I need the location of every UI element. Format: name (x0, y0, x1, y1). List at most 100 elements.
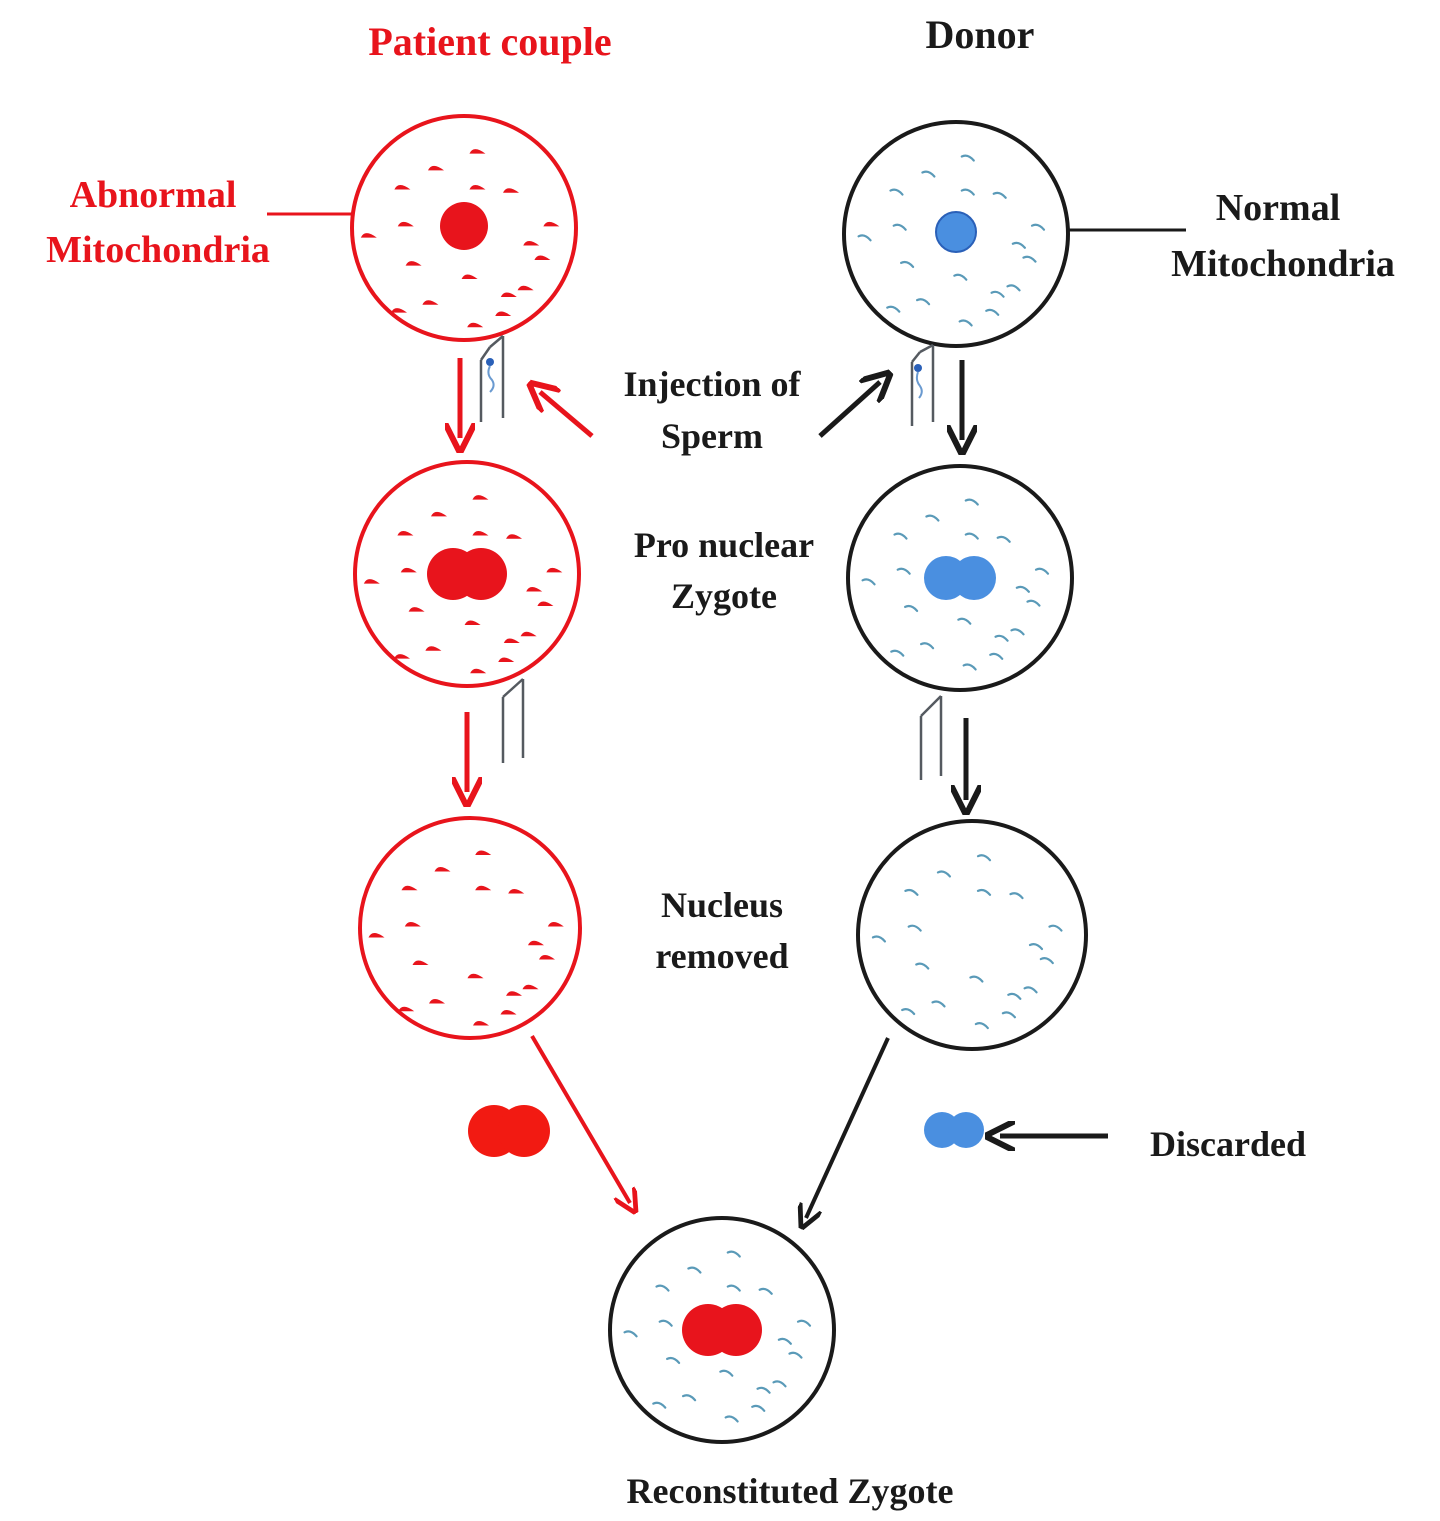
abnormal-mitochondrion (398, 1006, 415, 1012)
normal-mitochondrion (919, 642, 935, 650)
abnormal-mitochondrion (506, 534, 523, 539)
abnormal-mitochondrion (391, 308, 408, 313)
abnormal-mitochondrion (422, 300, 439, 305)
normal-mitochondrion (1022, 255, 1037, 263)
patient-oocyte (350, 114, 578, 342)
normal-mitochondrion (936, 870, 952, 878)
normal-label-line2: Mitochondria (1171, 243, 1395, 285)
normal-mitochondrion (719, 1369, 734, 1377)
abnormal-mitochondrion (500, 292, 517, 297)
patient-sperm-injection-pipette (479, 335, 505, 422)
abnormal-mitochondrion (475, 885, 492, 891)
discarded-label: Discarded (1150, 1124, 1306, 1164)
abnormal-mitochondrion (429, 999, 445, 1004)
sperm-tail-icon (487, 365, 495, 393)
normal-mitochondrion (976, 888, 992, 896)
normal-mitochondrion (904, 888, 919, 896)
nucleus-removed-label-line2: removed (655, 936, 788, 976)
donor-heading: Donor (926, 12, 1035, 57)
abnormal-mitochondrion (547, 922, 564, 927)
normal-label-line1: Normal (1216, 187, 1341, 229)
normal-mitochondrion (969, 975, 984, 983)
pronucleus (710, 1304, 762, 1356)
abnormal-mitochondrion (503, 188, 520, 193)
normal-mitochondrion (1010, 628, 1025, 636)
normal-mitochondrion (756, 1386, 771, 1394)
normal-mitochondrion (892, 223, 907, 231)
normal-mitochondrion (1006, 284, 1021, 292)
reconstituted-zygote-label: Reconstituted Zygote (627, 1471, 954, 1511)
normal-mitochondrion (861, 578, 876, 586)
abnormal-mitochondrion (523, 240, 540, 246)
normal-mitochondrion (1001, 1011, 1017, 1019)
normal-mitochondrion (681, 1394, 697, 1402)
normal-mitochondrion (964, 498, 979, 506)
abnormal-mitochondrion (431, 511, 447, 517)
patient-pronuclear-zygote (353, 460, 581, 688)
abnormal-mitochondrion (537, 601, 554, 606)
abnormal-mitochondrion (528, 940, 544, 946)
normal-mitochondrion (889, 188, 904, 196)
normal-mitochondrion (957, 617, 972, 625)
normal-mitochondrion (896, 567, 911, 575)
normal-mitochondrion (777, 1337, 792, 1345)
normal-mitochondrion (958, 319, 973, 327)
abnormal-mitochondrion (469, 149, 486, 154)
abnormal-mitochondrion (472, 495, 489, 500)
normal-mitochondrion (652, 1401, 667, 1409)
normal-mitochondrion (893, 532, 908, 540)
abnormal-mitochondrion (404, 922, 421, 927)
abnormal-mitochondrion (500, 1010, 517, 1015)
normal-mitochondrion (666, 1356, 681, 1365)
abnormal-mitochondrion (400, 567, 417, 573)
abnormal-mitochondrion (522, 984, 539, 990)
injection-label-line1: Injection of (624, 364, 802, 404)
cell-membrane (856, 819, 1088, 1051)
donor-enucleation-pipette (919, 695, 943, 780)
normal-mitochondrion (1034, 567, 1050, 575)
normal-mitochondrion (931, 1000, 946, 1008)
normal-mitochondrion (857, 234, 872, 242)
patient-enucleated-zygote (358, 816, 582, 1040)
normal-mitochondrion (758, 1287, 773, 1295)
abnormal-mitochondrion (503, 638, 520, 643)
abnormal-mitochondrion (428, 165, 444, 171)
normal-mitochondrion (990, 290, 1005, 298)
normal-mitochondrion (953, 273, 968, 281)
removed-patient-pronuclei (468, 1105, 550, 1157)
normal-mitochondrion (964, 532, 979, 540)
normal-mitochondrion (1028, 943, 1044, 951)
normal-mitochondrion (960, 188, 975, 196)
normal-mitochondrion (655, 1284, 670, 1292)
abnormal-mitochondrion (408, 607, 425, 612)
sperm-tail-icon (915, 371, 923, 399)
abnormal-mitochondrion (472, 530, 489, 536)
reconstituted-zygote (608, 1216, 836, 1444)
normal-mitochondrion (907, 924, 922, 932)
cell-membrane (358, 816, 582, 1040)
normal-mitochondrion (960, 154, 975, 162)
abnormal-mitochondrion (473, 1021, 489, 1026)
normal-mitochondrion (788, 1351, 803, 1359)
donor-cytoplast-transfer-arrow (806, 1037, 890, 1218)
donor-sperm-injection-pipette (910, 343, 935, 426)
patient-enucleation-pipette (501, 678, 525, 763)
abnormal-mitochondrion (394, 654, 411, 659)
abnormal-mitochondrion (498, 657, 515, 662)
discarded-donor-pronuclei (924, 1112, 984, 1148)
abnormal-mitochondrion (401, 885, 418, 891)
abnormal-mitochondrion (368, 933, 385, 938)
nucleus (935, 211, 977, 253)
normal-mitochondrion (658, 1319, 673, 1327)
injection-arrow-to-donor (818, 382, 880, 438)
nucleus (440, 202, 488, 250)
abnormal-mitochondrion (517, 285, 534, 291)
patient-couple-heading: Patient couple (368, 19, 611, 64)
normal-mitochondrion (925, 514, 940, 522)
abnormal-label-line1: Abnormal (70, 174, 237, 216)
injection-label-line2: Sperm (661, 416, 763, 456)
normal-mitochondrion (687, 1266, 702, 1274)
normal-mitochondrion (1009, 892, 1024, 900)
normal-mitochondrion (1030, 223, 1046, 231)
